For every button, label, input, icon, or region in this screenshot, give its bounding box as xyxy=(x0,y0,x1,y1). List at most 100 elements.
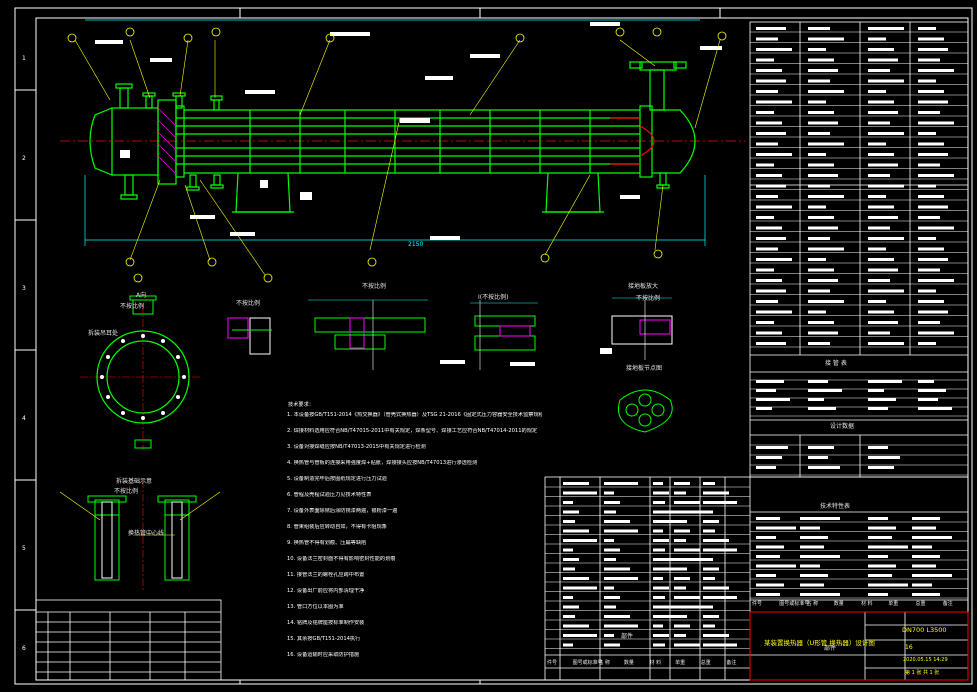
tech-note-line: 15. 其余按GB/T151-2014执行 xyxy=(287,636,361,642)
table-cell-text xyxy=(563,567,575,571)
table-cell-text xyxy=(604,634,614,637)
table-cell-text xyxy=(868,526,896,530)
table-cell-text xyxy=(563,586,597,590)
table-cell-text xyxy=(563,615,575,618)
table-cell-text xyxy=(703,634,729,637)
table-cell-text xyxy=(604,577,638,580)
scale-note: 不按比例 xyxy=(120,303,145,310)
svg-text:2: 2 xyxy=(22,155,26,162)
table-cell-text xyxy=(653,615,687,618)
table-cell-text xyxy=(868,300,886,303)
table-cell-text xyxy=(703,567,719,571)
table-cell-text xyxy=(868,536,892,539)
label-parts-2: 部件 xyxy=(824,645,837,652)
table-cell-text xyxy=(912,555,940,558)
table-cell-text xyxy=(604,586,614,590)
table-cell-text xyxy=(653,605,679,609)
table-cell-text xyxy=(918,247,944,251)
table-cell-text xyxy=(868,258,894,261)
table-cell-text xyxy=(756,79,786,83)
table-cell-text xyxy=(868,195,886,198)
table-cell-text xyxy=(756,69,782,72)
table-cell-text xyxy=(653,491,669,495)
table-cell-text xyxy=(703,539,729,542)
table-cell-text xyxy=(868,398,896,401)
table-cell-text xyxy=(674,605,708,609)
table-cell-text xyxy=(868,27,904,30)
table-cell-text xyxy=(563,501,573,504)
table-cell-text xyxy=(918,121,954,125)
table-cell-text xyxy=(756,321,774,324)
table-cell-text xyxy=(808,289,830,293)
header-cell: 数量 xyxy=(623,660,634,666)
table-cell-text xyxy=(674,586,686,590)
table-cell-text xyxy=(604,558,616,561)
table-cell-text xyxy=(653,643,665,647)
header-cell: 总重 xyxy=(700,660,711,666)
header-cell: 单重 xyxy=(888,601,899,607)
table-cell-text xyxy=(756,216,774,219)
table-cell-text xyxy=(868,407,888,410)
table-cell-text xyxy=(674,624,690,628)
tech-note-line: 16. 设备运输时应采取防护措施 xyxy=(287,652,360,658)
table-cell-text xyxy=(703,482,715,485)
table-cell-text xyxy=(800,555,840,558)
header-cell: 数量 xyxy=(833,601,844,607)
view-title-7: 不按比例 xyxy=(114,488,139,495)
header-cell: 图号或标准号 xyxy=(779,601,810,607)
table-cell-text xyxy=(756,226,782,230)
table-cell-text xyxy=(808,407,836,410)
table-cell-text xyxy=(800,545,824,549)
tech-note-line: 12. 设备出厂前应将内部清理干净 xyxy=(287,588,365,594)
table-cell-text xyxy=(604,520,630,523)
tech-note-line: 2. 焊接材料选用应符合NB/T47015-2011中有关规定，焊条型号、焊接工… xyxy=(287,428,538,434)
table-cell-text xyxy=(563,510,579,514)
table-cell-text xyxy=(918,258,948,261)
table-cell-text xyxy=(756,593,780,596)
table-cell-text xyxy=(918,100,948,104)
table-cell-text xyxy=(604,482,638,485)
view-title-3: I(不按比例) xyxy=(478,294,509,301)
table-cell-text xyxy=(703,596,737,599)
tech-note-line: 6. 管程及壳程试验压力见技术特性表 xyxy=(287,492,372,498)
table-cell-text xyxy=(653,567,687,571)
table-cell-text xyxy=(756,195,778,198)
table-cell-text xyxy=(868,237,904,240)
view-title-4: 接地板放大 xyxy=(628,283,659,290)
table-cell-text xyxy=(918,407,952,410)
table-cell-text xyxy=(918,27,936,30)
table-cell-text xyxy=(868,142,886,146)
table-cell-text xyxy=(808,111,834,114)
table-cell-text xyxy=(674,529,690,533)
table-cell-text xyxy=(703,520,719,523)
table-cell-text xyxy=(868,121,890,125)
table-cell-text xyxy=(756,574,776,577)
table-cell-text xyxy=(808,69,838,72)
table-cell-text xyxy=(674,491,686,495)
table-cell-text xyxy=(563,482,589,485)
parts-list-rows xyxy=(545,486,968,649)
table-cell-text xyxy=(918,69,954,72)
header-cell: 材 料 xyxy=(649,660,662,666)
tech-note-line: 9. 换热管不得有划痕、压扁等缺陷 xyxy=(287,540,367,546)
table-cell-text xyxy=(918,216,940,219)
table-cell-text xyxy=(808,331,838,335)
header-cell: 备注 xyxy=(942,601,953,607)
table-cell-text xyxy=(653,529,663,533)
table-cell-text xyxy=(808,184,830,188)
table-cell-text xyxy=(653,634,669,637)
tech-note-line: 8. 管束组装后应转动自如，不得有卡阻现象 xyxy=(287,524,387,530)
tech-note-line: 14. 铭牌及铭牌座按标准制作安装 xyxy=(287,620,365,626)
table-cell-text xyxy=(808,466,840,469)
table-cell-text xyxy=(918,111,940,114)
tech-note-line: 7. 设备外表面除锈后涂防锈漆两遍，银粉漆一遍 xyxy=(287,508,398,514)
table-cell-text xyxy=(868,574,892,577)
table-cell-text xyxy=(563,539,597,542)
table-cell-text xyxy=(918,279,954,282)
table-cell-text xyxy=(674,520,684,523)
table-cell-text xyxy=(808,27,830,30)
table-cell-text xyxy=(868,37,886,41)
table-cell-text xyxy=(604,501,620,504)
table-cell-text xyxy=(756,37,778,41)
table-cell-text xyxy=(756,258,792,261)
